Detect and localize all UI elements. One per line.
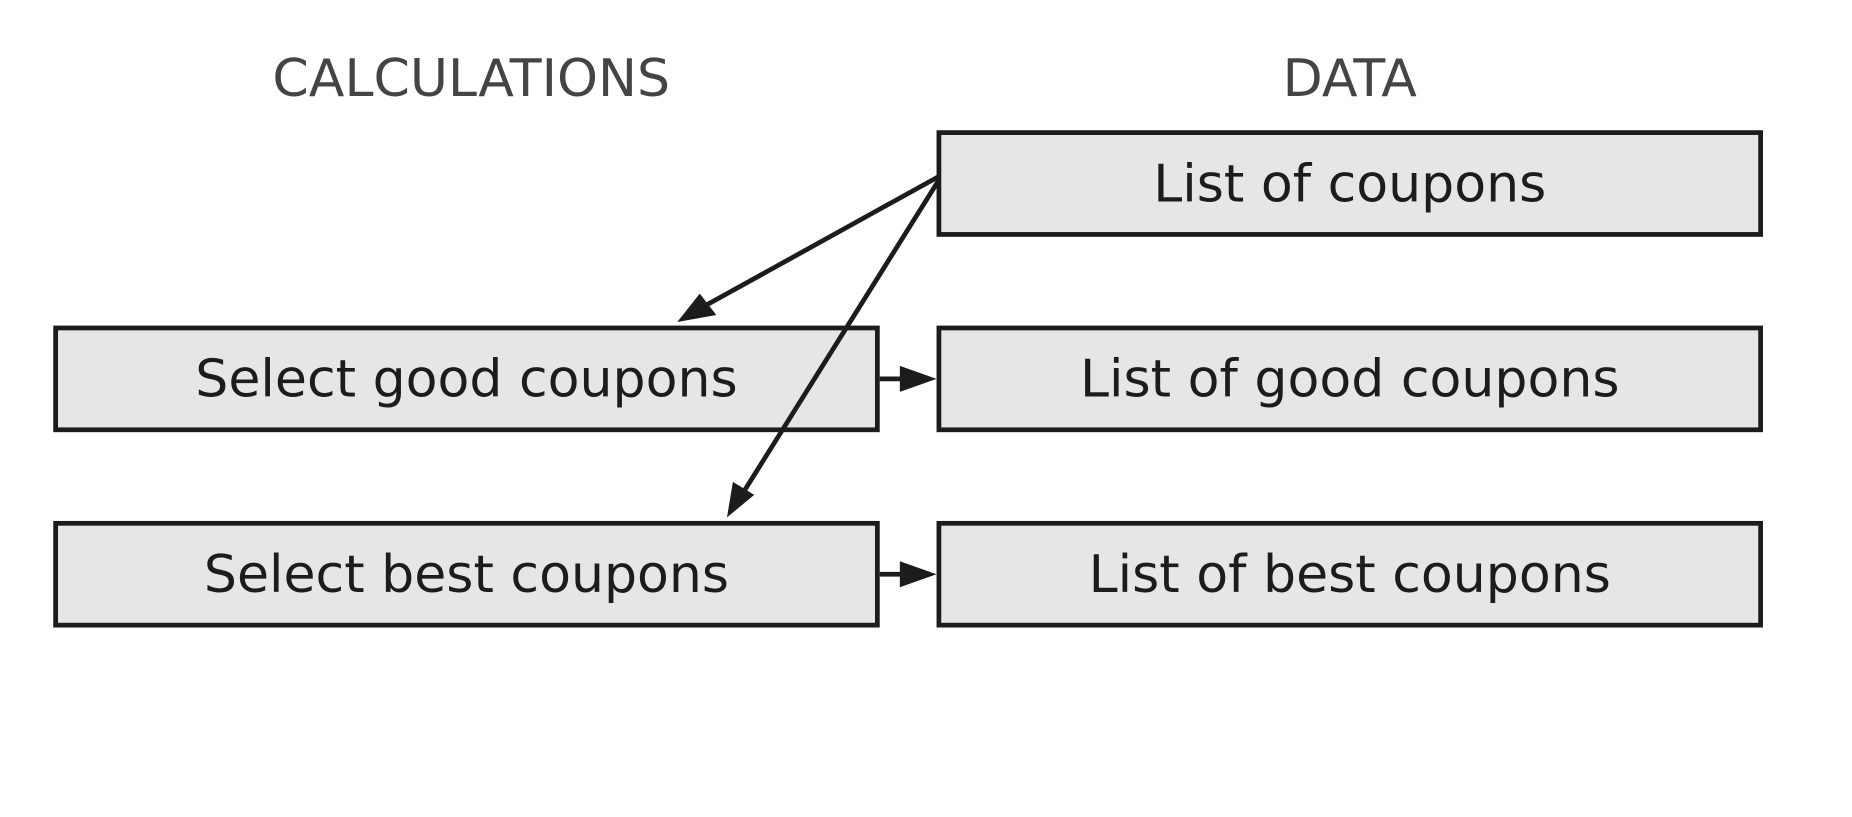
connector-arrows xyxy=(677,174,941,588)
arrow-list-coupons-to-select-good xyxy=(677,174,941,323)
select-best-coupons-label: Select best coupons xyxy=(203,544,730,605)
arrow-select-best-to-list-best xyxy=(879,561,937,588)
calculations-column-heading: CALCULATIONS xyxy=(272,48,671,109)
list-of-good-coupons-box: List of good coupons xyxy=(936,325,1763,433)
list-of-coupons-box: List of coupons xyxy=(936,130,1763,237)
select-good-coupons-label: Select good coupons xyxy=(195,348,738,410)
list-of-best-coupons-label: List of best coupons xyxy=(1088,544,1611,605)
list-of-best-coupons-box: List of best coupons xyxy=(936,520,1763,628)
select-good-coupons-box: Select good coupons xyxy=(53,325,880,433)
select-best-coupons-box: Select best coupons xyxy=(53,520,880,628)
list-of-good-coupons-label: List of good coupons xyxy=(1080,348,1620,410)
arrow-select-good-to-list-good xyxy=(879,365,937,392)
data-column-heading: DATA xyxy=(1282,48,1417,109)
arrow-list-coupons-to-select-best xyxy=(726,178,941,518)
list-of-coupons-label: List of coupons xyxy=(1153,153,1547,214)
